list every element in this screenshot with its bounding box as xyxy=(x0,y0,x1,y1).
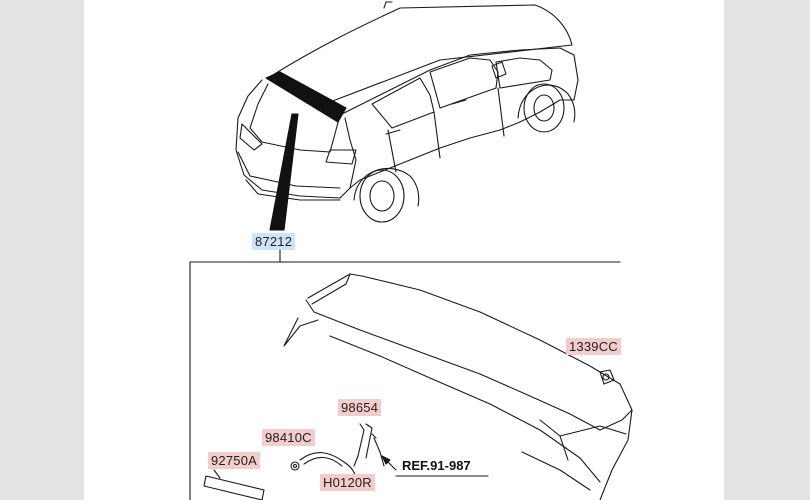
callout-lines xyxy=(189,247,621,500)
part-label-92750a[interactable]: 92750A xyxy=(208,452,261,469)
part-label-98410c[interactable]: 98410C xyxy=(262,429,315,446)
right-margin xyxy=(724,0,810,500)
hardware-illustration xyxy=(203,369,615,500)
spoiler-illustration xyxy=(283,273,633,500)
reference-link[interactable]: REF.91-987 xyxy=(402,458,471,473)
part-label-h0120r[interactable]: H0120R xyxy=(320,474,375,491)
part-label-98654[interactable]: 98654 xyxy=(338,399,382,416)
part-label-87212[interactable]: 87212 xyxy=(252,233,296,250)
left-margin xyxy=(0,0,84,500)
vehicle-illustration xyxy=(235,1,579,231)
part-label-1339cc[interactable]: 1339CC xyxy=(566,338,621,355)
